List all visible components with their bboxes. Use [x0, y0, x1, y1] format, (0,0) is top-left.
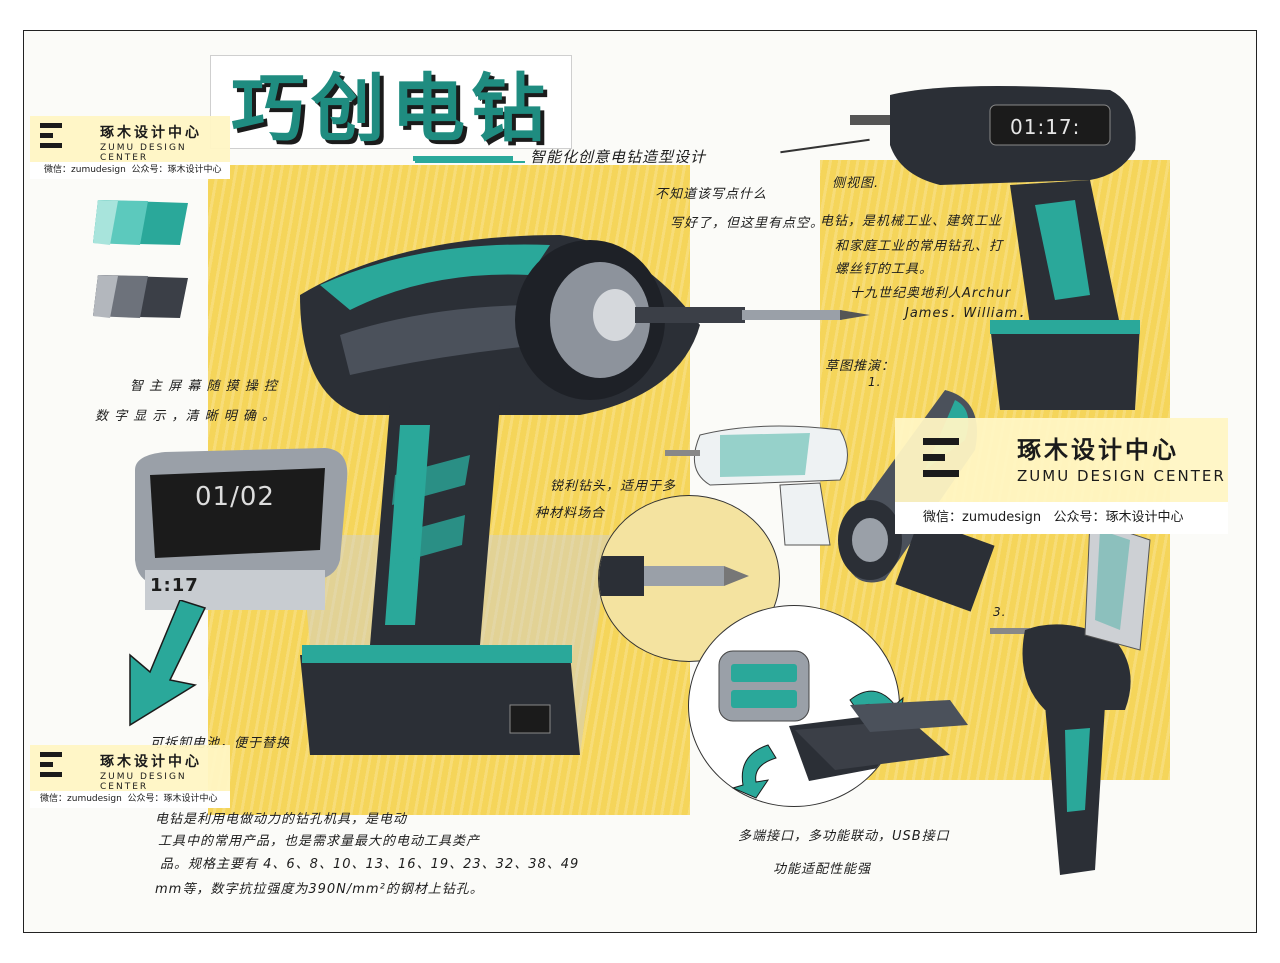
- badge-title: 琢木设计中心: [100, 754, 202, 770]
- public-label: 公众号：: [131, 165, 168, 175]
- note-num-1: 1.: [868, 375, 882, 389]
- drill-bit-detail: [599, 556, 749, 596]
- note-tip-top: 不知道该写点什么: [655, 187, 768, 202]
- wechat-label: 微信：: [40, 794, 68, 804]
- badge-info: 微信：zumudesign 公众号：琢木设计中心: [30, 791, 230, 808]
- badge-title: 琢木设计中心: [100, 125, 202, 141]
- badge-info: 微信：zumudesign 公众号：琢木设计中心: [895, 502, 1228, 534]
- display-main-readout: 01/02: [195, 482, 275, 512]
- teal-color-swatch: [93, 200, 188, 245]
- watermark-badge-center: 琢木设计中心 ZUMU DESIGN CENTER 微信：zumudesign …: [895, 418, 1228, 534]
- page-subtitle: 智能化创意电钻造型设计: [530, 148, 707, 166]
- sketch-drill-3-illustration: [990, 624, 1131, 875]
- badge-subtitle: ZUMU DESIGN CENTER: [100, 772, 187, 792]
- wechat-id: zumudesign: [71, 165, 126, 175]
- note-bottom-4: mm等，数字抗拉强度为390N/mm²的钢材上钻孔。: [155, 882, 484, 897]
- down-arrow-icon: [129, 600, 207, 727]
- badge-subtitle: ZUMU DESIGN CENTER: [1017, 467, 1226, 485]
- battery-pack-illustration: [795, 700, 968, 770]
- title-underline: [415, 161, 525, 163]
- public-name: 琢木设计中心: [167, 165, 222, 175]
- wechat-label: 微信：: [923, 510, 963, 525]
- side-view-time-readout: 01:17:: [1010, 115, 1081, 139]
- public-label: 公众号：: [127, 794, 164, 804]
- note-desc-3: 螺丝钉的工具。: [835, 262, 934, 277]
- grey-color-swatch: [93, 275, 188, 318]
- wechat-id: zumudesign: [962, 510, 1042, 525]
- sketch-drill-4-illustration: [1084, 520, 1151, 651]
- note-tip-top2: 写好了，但这里有点空。: [670, 216, 825, 231]
- side-view-drill-illustration: [850, 86, 1140, 410]
- zumu-logo-icon: [40, 752, 62, 778]
- note-drill-1: 锐利钻头，适用于多: [550, 479, 677, 494]
- badge-subtitle: ZUMU DESIGN CENTER: [100, 143, 187, 163]
- note-screen-1: 智 主 屏 幕 随 摸 操 控: [130, 379, 278, 394]
- public-name: 琢木设计中心: [163, 794, 218, 804]
- zumu-logo-icon: [923, 438, 959, 478]
- sketch-drill-1-illustration: [665, 425, 848, 546]
- note-desc-2: 和家庭工业的常用钻孔、打: [835, 239, 1004, 254]
- note-sketch: 草图推演：: [825, 359, 896, 374]
- display-screen-illustration: [135, 448, 348, 610]
- display-clock-readout: 1:17: [150, 575, 199, 596]
- wechat-id: zumudesign: [67, 794, 122, 804]
- badge-title: 琢木设计中心: [1017, 436, 1179, 464]
- note-side-view: 侧视图.: [832, 176, 880, 191]
- note-usb: 多端接口，多功能联动，USB接口: [738, 829, 950, 844]
- page-title: 巧创电钻: [210, 55, 572, 152]
- main-drill-illustration: [300, 235, 870, 755]
- watermark-badge-top-left: 琢木设计中心 ZUMU DESIGN CENTER 微信：zumudesign …: [30, 116, 230, 179]
- note-desc-1: 电钻，是机械工业、建筑工业: [820, 214, 1003, 229]
- note-bottom-2: 工具中的常用产品，也是需求量最大的电动工具类产: [158, 834, 481, 849]
- badge-info: 微信：zumudesign 公众号：琢木设计中心: [30, 162, 230, 179]
- note-bottom-1: 电钻是利用电做动力的钻孔机具，是电动: [155, 812, 408, 827]
- subtitle-underline: [413, 156, 513, 161]
- note-bottom-3: 品。规格主要有 4、6、8、10、13、16、19、23、32、38、49: [160, 857, 580, 872]
- curve-arrow-icon: [731, 744, 777, 799]
- note-screen-2: 数 字 显 示 ，清 晰 明 确 。: [95, 409, 277, 424]
- note-func: 功能适配性能强: [773, 862, 872, 877]
- note-desc-5: James．William．: [905, 306, 1033, 321]
- note-desc-4: 十九世纪奥地利人Archur: [850, 286, 1012, 301]
- wechat-label: 微信：: [44, 165, 72, 175]
- note-num-3: 3.: [993, 605, 1007, 619]
- watermark-badge-bottom-left: 琢木设计中心 ZUMU DESIGN CENTER 微信：zumudesign …: [30, 745, 230, 808]
- zumu-logo-icon: [40, 123, 62, 149]
- public-name: 琢木设计中心: [1105, 510, 1184, 525]
- note-drill-2: 种材料场合: [535, 506, 606, 521]
- public-label: 公众号：: [1053, 510, 1106, 525]
